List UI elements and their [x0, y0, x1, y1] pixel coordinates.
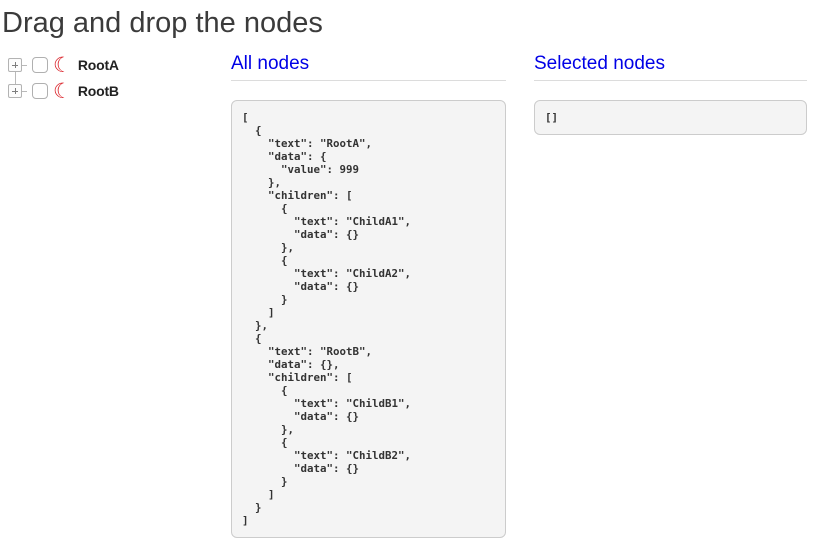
divider: [534, 80, 807, 81]
divider: [231, 80, 506, 81]
plus-expander-icon[interactable]: [8, 84, 22, 98]
all-nodes-heading: All nodes: [231, 53, 310, 74]
selected-nodes-json: []: [534, 100, 807, 135]
all-nodes-panel: All nodes [ { "text": "RootA", "data": {…: [231, 52, 506, 538]
tree-tick-line: [22, 90, 27, 92]
node-label[interactable]: RootB: [77, 83, 119, 99]
main-layout: ☾ RootA ☾ RootB All nodes [ { "text": "R…: [0, 52, 813, 538]
tree-connector-line: [15, 72, 16, 84]
tree-node-roota[interactable]: ☾ RootA: [8, 52, 231, 78]
node-checkbox[interactable]: [32, 57, 48, 73]
plus-expander-icon[interactable]: [8, 58, 22, 72]
node-tree: ☾ RootA ☾ RootB: [0, 52, 231, 104]
selected-nodes-heading: Selected nodes: [534, 53, 665, 74]
all-nodes-json: [ { "text": "RootA", "data": { "value": …: [231, 100, 506, 538]
node-checkbox[interactable]: [32, 83, 48, 99]
tree-panel: ☾ RootA ☾ RootB: [0, 52, 231, 104]
selected-nodes-panel: Selected nodes []: [534, 52, 807, 135]
node-label[interactable]: RootA: [77, 57, 119, 73]
crescent-moon-icon: ☾: [53, 79, 72, 103]
page-title: Drag and drop the nodes: [2, 7, 323, 39]
tree-node-rootb[interactable]: ☾ RootB: [8, 78, 231, 104]
crescent-moon-icon: ☾: [53, 53, 72, 77]
tree-tick-line: [22, 64, 27, 66]
